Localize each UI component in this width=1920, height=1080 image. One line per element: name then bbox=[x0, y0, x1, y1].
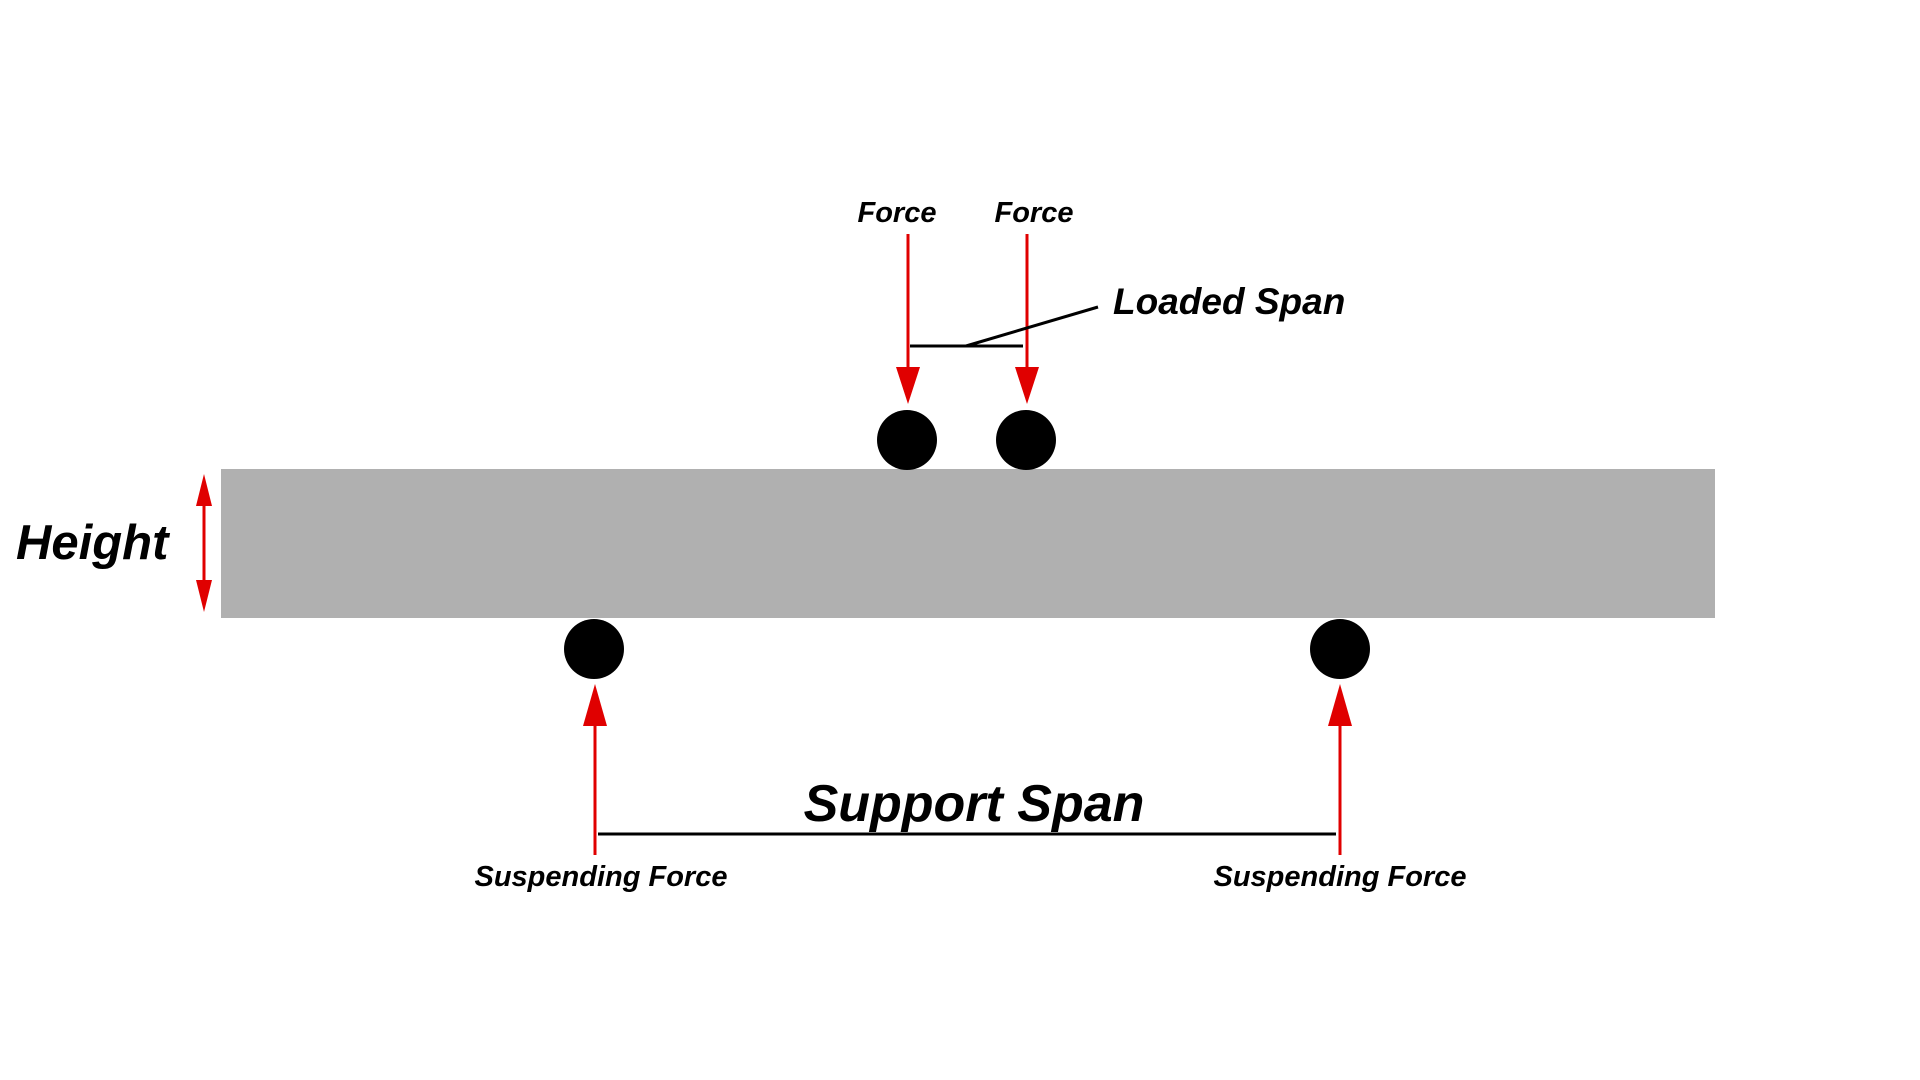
suspending-force-arrow-left bbox=[583, 684, 607, 855]
suspending-force-arrow-right bbox=[1328, 684, 1352, 855]
force-label-right: Force bbox=[995, 197, 1074, 229]
suspending-force-label-right: Suspending Force bbox=[1214, 861, 1467, 893]
suspending-force-label-left: Suspending Force bbox=[475, 861, 728, 893]
loading-roller-left bbox=[877, 410, 937, 470]
loaded-span-label: Loaded Span bbox=[1113, 281, 1345, 322]
force-label-left: Force bbox=[858, 197, 937, 229]
loading-roller-right bbox=[996, 410, 1056, 470]
height-dimension-arrow bbox=[196, 474, 212, 612]
beam bbox=[221, 469, 1715, 618]
force-arrow-left bbox=[896, 234, 920, 404]
support-roller-right bbox=[1310, 619, 1370, 679]
support-span-label: Support Span bbox=[804, 775, 1145, 833]
support-roller-left bbox=[564, 619, 624, 679]
height-label: Height bbox=[16, 516, 170, 570]
loaded-span-leader bbox=[965, 305, 1099, 348]
force-arrow-right bbox=[1015, 234, 1039, 404]
